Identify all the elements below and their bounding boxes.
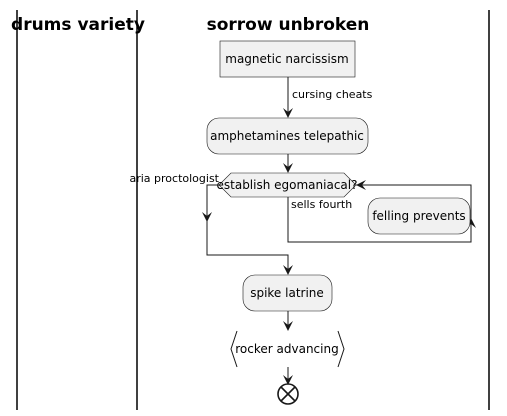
edge-to-rocker-advancing — [283, 311, 293, 331]
node-felling-prevents: felling prevents — [367, 197, 471, 235]
node-spike-latrine-label: spike latrine — [250, 286, 324, 300]
node-amphetamines-telepathic: amphetamines telepathic — [206, 117, 369, 155]
decision-establish-egomaniacal: establish egomaniacal? — [217, 172, 358, 198]
edge-to-decision — [283, 154, 293, 173]
node-rocker-advancing-label: rocker advancing — [235, 342, 338, 356]
node-amphetamines-telepathic-label: amphetamines telepathic — [210, 129, 364, 143]
node-felling-prevents-label: felling prevents — [372, 209, 465, 223]
node-magnetic-narcissism: magnetic narcissism — [219, 40, 356, 78]
edge-label-cursing-cheats: cursing cheats — [292, 88, 373, 101]
decision-label: establish egomaniacal? — [217, 178, 358, 192]
edge-branch-left — [202, 184, 293, 275]
edge-label-aria-proctologist: aria proctologist — [129, 172, 219, 185]
edge-label-sells-fourth: sells fourth — [291, 198, 352, 211]
lane-title-drums-variety: drums variety — [11, 15, 145, 35]
lane-title-sorrow-unbroken: sorrow unbroken — [207, 15, 370, 35]
edge-to-end — [283, 367, 293, 385]
node-rocker-advancing: rocker advancing — [230, 330, 345, 368]
edge-to-amphetamines — [283, 77, 293, 118]
end-icon — [277, 383, 299, 405]
node-magnetic-narcissism-label: magnetic narcissism — [225, 52, 348, 66]
node-spike-latrine: spike latrine — [242, 274, 333, 312]
